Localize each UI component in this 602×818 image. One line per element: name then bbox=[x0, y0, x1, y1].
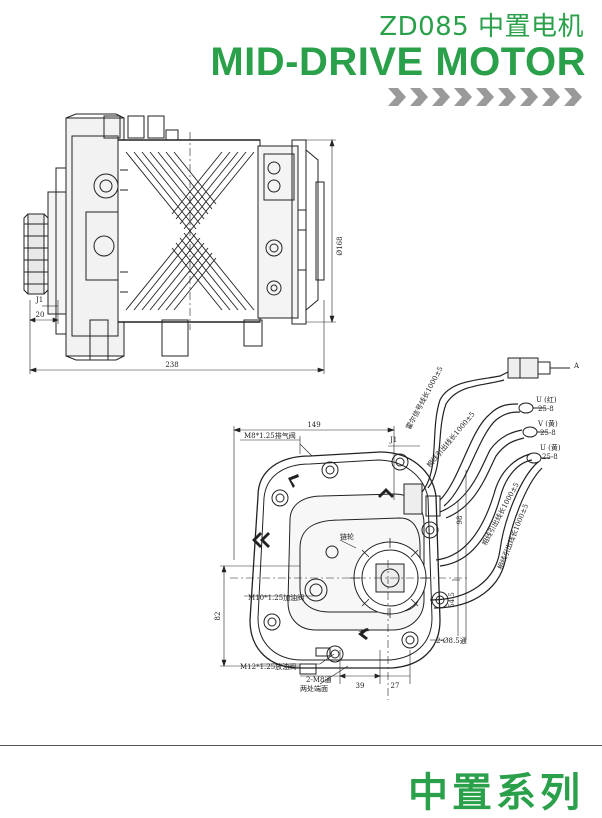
side-dim-diameter: Ø168 bbox=[336, 236, 344, 255]
side-view bbox=[23, 113, 336, 374]
vent-valve-label: M8*1.25排气阀 bbox=[244, 431, 296, 440]
signal-cable-label: 霍尔信号线长1000±5 bbox=[404, 365, 445, 431]
front-dim-bottom-b: 27 bbox=[391, 682, 400, 690]
sprocket-label: 链轮 bbox=[340, 532, 354, 541]
technical-drawing: 238 20 J1 Ø168 bbox=[23, 113, 580, 700]
housing-chevrons bbox=[252, 474, 394, 640]
front-dim-height: 82 bbox=[214, 612, 222, 621]
side-sprocket bbox=[23, 213, 49, 295]
oil-fill-label: M10*1.25加油阀 bbox=[248, 593, 304, 602]
connector-label: A bbox=[573, 362, 580, 370]
front-dim-j1: J1 bbox=[389, 436, 397, 444]
front-dim-d2: 98 bbox=[456, 516, 464, 525]
side-dim-width: 238 bbox=[165, 361, 178, 369]
front-dimensions bbox=[220, 426, 470, 700]
front-dim-bottom-a: 39 bbox=[356, 682, 365, 690]
footer-divider bbox=[0, 745, 602, 746]
terminal-u-spec: 25-8 bbox=[538, 405, 554, 413]
side-dim-left: 20 bbox=[36, 311, 45, 319]
ring-terminals bbox=[518, 402, 550, 464]
side-dimensions bbox=[29, 132, 336, 374]
phase-cable-label-1: 相线引出线长1000±5 bbox=[425, 410, 477, 470]
front-view bbox=[220, 357, 570, 700]
model-number: ZD085 中置电机 bbox=[379, 12, 584, 42]
side-dim-j1: J1 bbox=[35, 296, 43, 304]
page-title: MID-DRIVE MOTOR bbox=[210, 40, 586, 84]
signal-connector bbox=[507, 357, 570, 379]
holes-right-label: 2-Ø8.5通 bbox=[436, 636, 467, 645]
holes-bottom-note: 两处端面 bbox=[300, 684, 328, 693]
terminal-w-label: U (黄) bbox=[540, 443, 561, 452]
series-title: 中置系列 bbox=[408, 770, 584, 816]
chevron-divider bbox=[388, 88, 582, 106]
terminal-w-spec: 25-8 bbox=[542, 453, 558, 461]
terminal-v-spec: 25-8 bbox=[540, 429, 556, 437]
terminal-u-label: U (红) bbox=[536, 395, 557, 404]
holes-bottom-label: 2-M8通 bbox=[306, 675, 331, 684]
terminal-v-label: V (黄) bbox=[537, 419, 558, 428]
cables bbox=[421, 369, 543, 609]
front-dim-top: 149 bbox=[307, 421, 320, 429]
front-dim-d1: 54.5 bbox=[448, 592, 456, 608]
oil-drain-label: M12*1.25放油阀 bbox=[240, 662, 296, 671]
